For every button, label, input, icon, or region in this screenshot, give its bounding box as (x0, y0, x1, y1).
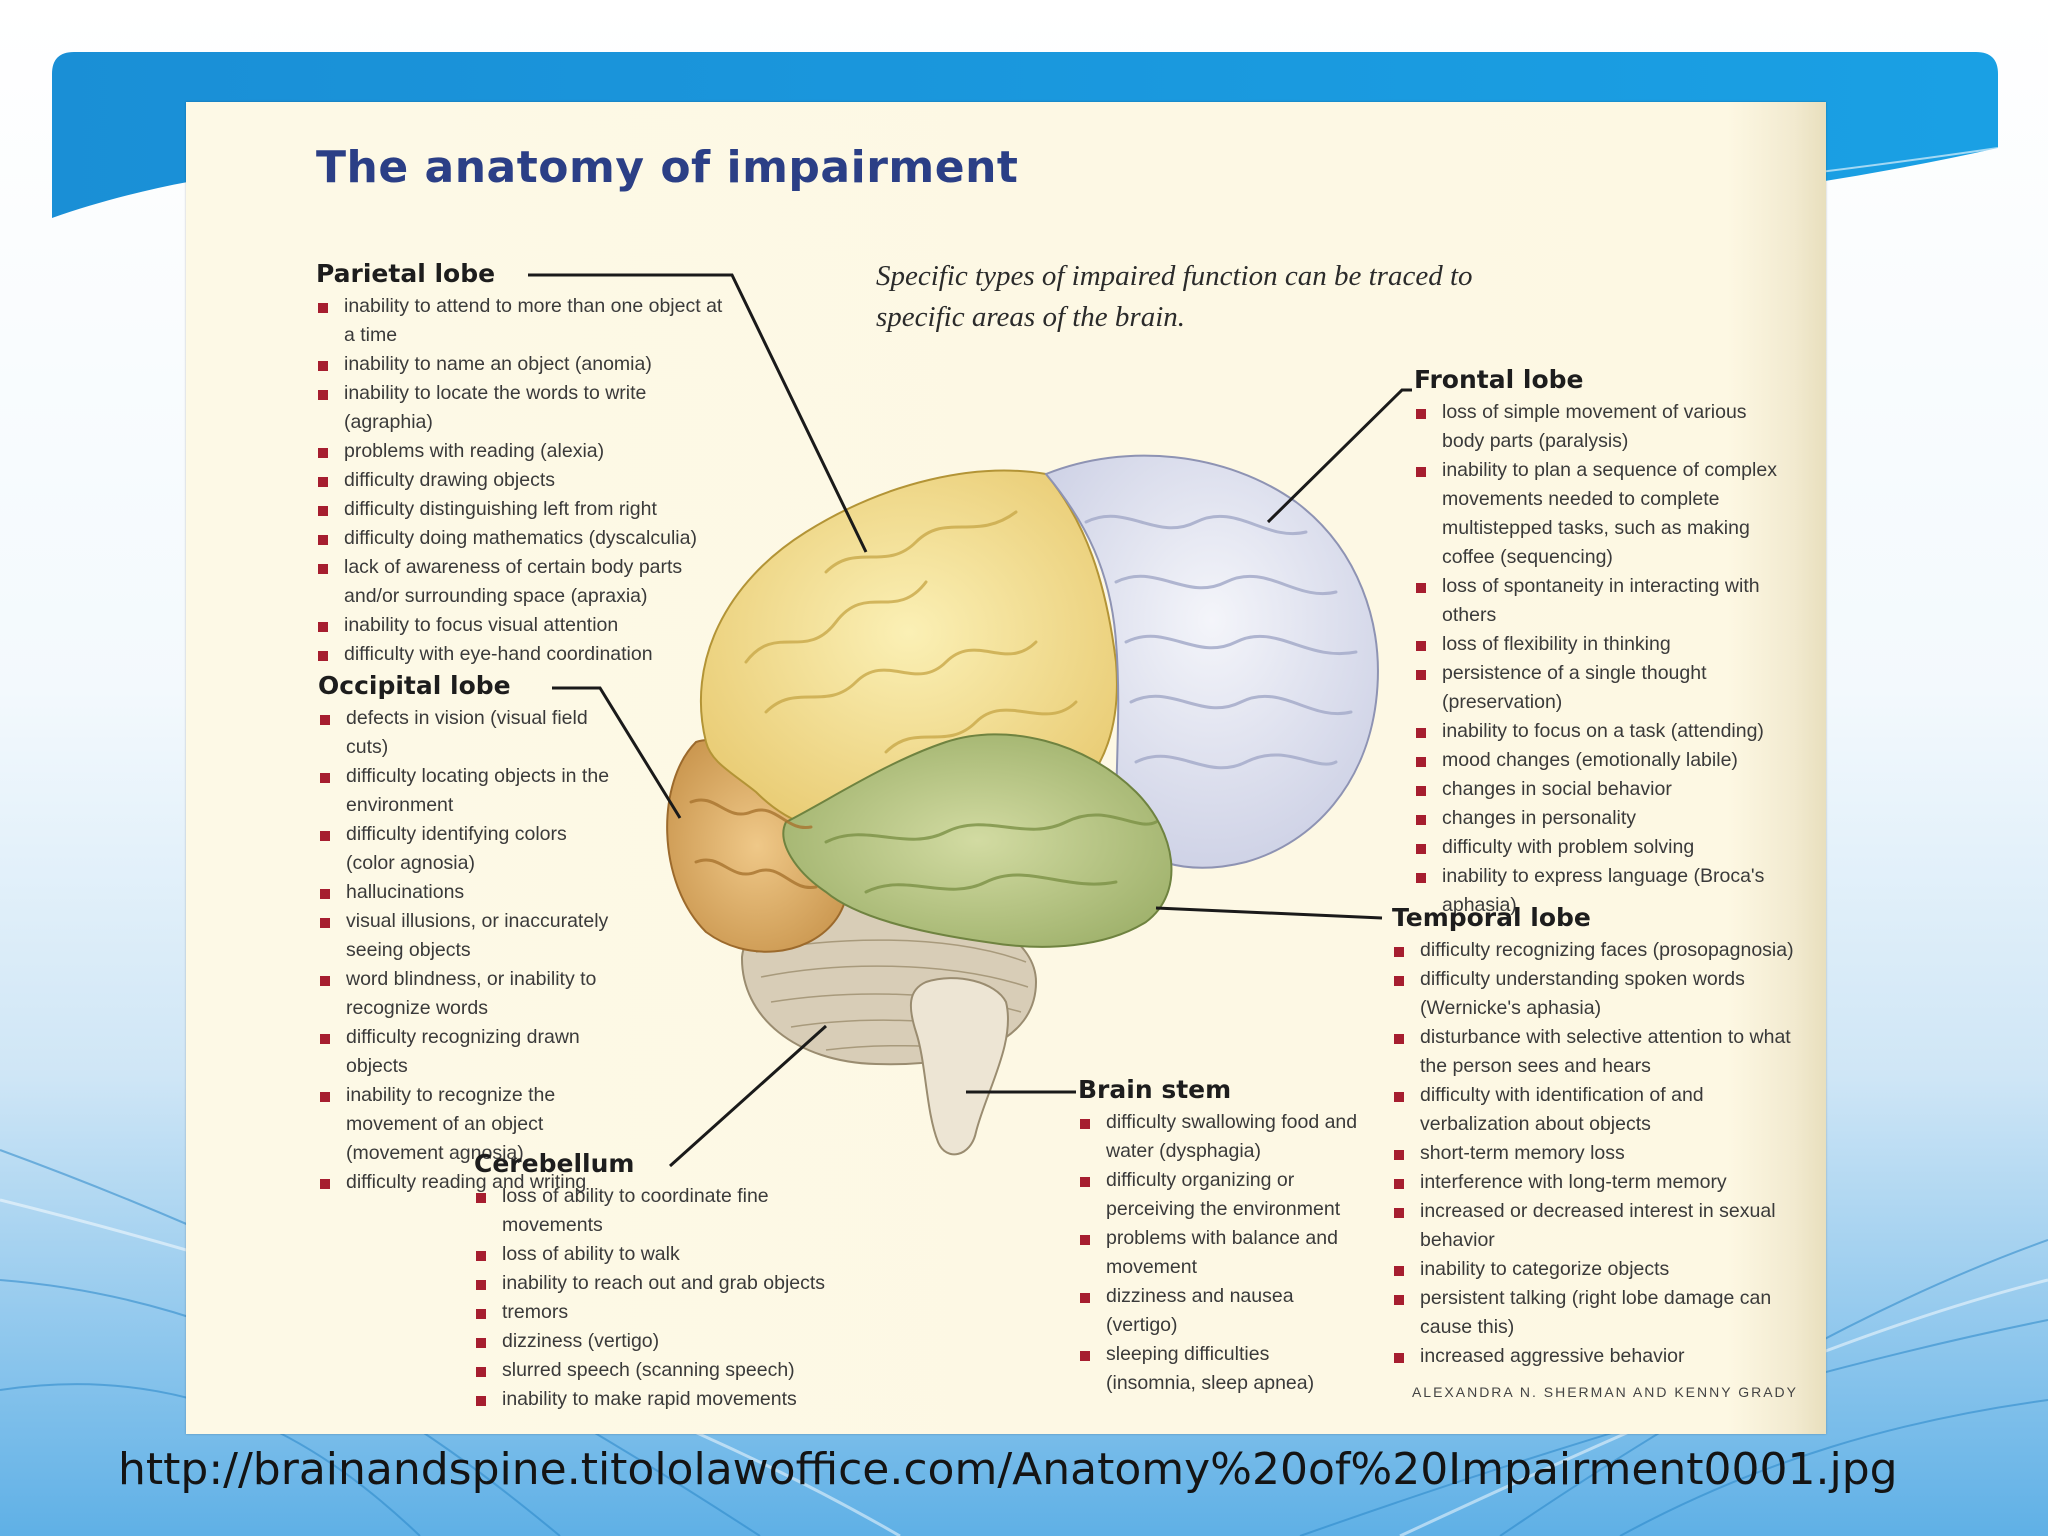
figure-title: The anatomy of impairment (316, 142, 1019, 193)
list-item: difficulty swallowing food and water (dy… (1078, 1108, 1358, 1166)
parietal-lobe-heading: Parietal lobe (316, 259, 496, 288)
list-item: visual illusions, or inaccurately seeing… (318, 907, 618, 965)
list-item: difficulty understanding spoken words (W… (1392, 965, 1812, 1023)
frontal-leader-line (1266, 388, 1412, 524)
list-item: sleeping difficulties (insomnia, sleep a… (1078, 1340, 1358, 1398)
list-item: word blindness, or inability to recogniz… (318, 965, 618, 1023)
list-item: defects in vision (visual field cuts) (318, 704, 618, 762)
list-item: mood changes (emotionally labile) (1414, 746, 1794, 775)
cerebellum-list: loss of ability to coordinate fine movem… (474, 1182, 854, 1414)
list-item: inability to focus visual attention (316, 611, 736, 640)
cerebellum-heading: Cerebellum (474, 1149, 635, 1178)
list-item: inability to make rapid movements (474, 1385, 854, 1414)
list-item: difficulty recognizing faces (prosopagno… (1392, 936, 1812, 965)
temporal-lobe-heading: Temporal lobe (1392, 903, 1591, 932)
list-item: changes in personality (1414, 804, 1794, 833)
list-item: increased or decreased interest in sexua… (1392, 1197, 1812, 1255)
list-item: disturbance with selective attention to … (1392, 1023, 1812, 1081)
list-item: difficulty with problem solving (1414, 833, 1794, 862)
occipital-lobe-section: Occipital lobe defects in vision (visual… (318, 672, 618, 1197)
list-item: difficulty reading and writing (318, 1168, 618, 1197)
list-item: problems with reading (alexia) (316, 437, 736, 466)
brain-stem-heading: Brain stem (1078, 1075, 1232, 1104)
list-item: lack of awareness of certain body parts … (316, 553, 736, 611)
list-item: slurred speech (scanning speech) (474, 1356, 854, 1385)
frontal-lobe-section: Frontal lobe loss of simple movement of … (1414, 366, 1794, 920)
parietal-leader-line (528, 273, 868, 553)
source-url: http://brainandspine.titololawoffice.com… (118, 1444, 1898, 1495)
parietal-lobe-section: Parietal lobe inability to attend to mor… (316, 260, 736, 669)
brain-stem-shape (909, 977, 1009, 1156)
list-item: persistent talking (right lobe damage ca… (1392, 1284, 1812, 1342)
frontal-lobe-shape (1044, 454, 1379, 869)
list-item: difficulty with identification of and ve… (1392, 1081, 1812, 1139)
list-item: difficulty doing mathematics (dyscalculi… (316, 524, 736, 553)
list-item: tremors (474, 1298, 854, 1327)
temporal-lobe-list: difficulty recognizing faces (prosopagno… (1392, 936, 1812, 1371)
list-item: hallucinations (318, 878, 618, 907)
list-item: difficulty distinguishing left from righ… (316, 495, 736, 524)
list-item: loss of spontaneity in interacting with … (1414, 572, 1794, 630)
list-item: inability to locate the words to write (… (316, 379, 736, 437)
list-item: difficulty organizing or perceiving the … (1078, 1166, 1358, 1224)
figure-panel: The anatomy of impairment Specific types… (186, 102, 1826, 1434)
list-item: difficulty drawing objects (316, 466, 736, 495)
list-item: inability to reach out and grab objects (474, 1269, 854, 1298)
cerebellum-leader-line (668, 1024, 828, 1168)
temporal-leader-line (1155, 906, 1383, 920)
parietal-lobe-list: inability to attend to more than one obj… (316, 292, 736, 669)
list-item: loss of ability to walk (474, 1240, 854, 1269)
list-item: loss of simple movement of various body … (1414, 398, 1794, 456)
frontal-lobe-list: loss of simple movement of various body … (1414, 398, 1794, 920)
temporal-lobe-shape (782, 733, 1173, 948)
list-item: difficulty locating objects in the envir… (318, 762, 618, 820)
list-item: inability to recognize the movement of a… (318, 1081, 618, 1168)
temporal-lobe-section: Temporal lobe difficulty recognizing fac… (1392, 904, 1812, 1371)
list-item: inability to focus on a task (attending) (1414, 717, 1794, 746)
occipital-leader-line (552, 686, 682, 819)
brain-stem-list: difficulty swallowing food and water (dy… (1078, 1108, 1358, 1398)
list-item: dizziness and nausea (vertigo) (1078, 1282, 1358, 1340)
list-item: difficulty recognizing drawn objects (318, 1023, 618, 1081)
list-item: inability to plan a sequence of complex … (1414, 456, 1794, 572)
list-item: inability to name an object (anomia) (316, 350, 736, 379)
list-item: problems with balance and movement (1078, 1224, 1358, 1282)
brain-stem-section: Brain stem difficulty swallowing food an… (1078, 1076, 1358, 1398)
list-item: dizziness (vertigo) (474, 1327, 854, 1356)
list-item: loss of flexibility in thinking (1414, 630, 1794, 659)
list-item: inability to attend to more than one obj… (316, 292, 736, 350)
occipital-lobe-list: defects in vision (visual field cuts) di… (318, 704, 618, 1197)
list-item: increased aggressive behavior (1392, 1342, 1812, 1371)
list-item: difficulty with eye-hand coordination (316, 640, 736, 669)
list-item: short-term memory loss (1392, 1139, 1812, 1168)
list-item: inability to categorize objects (1392, 1255, 1812, 1284)
list-item: changes in social behavior (1414, 775, 1794, 804)
occipital-lobe-heading: Occipital lobe (318, 671, 511, 700)
illustration-credit: ALEXANDRA N. SHERMAN AND KENNY GRADY (1411, 1384, 1798, 1400)
figure-subtitle: Specific types of impaired function can … (876, 260, 1473, 333)
list-item: persistence of a single thought (preserv… (1414, 659, 1794, 717)
list-item: difficulty identifying colors (color agn… (318, 820, 618, 878)
cerebellum-section: Cerebellum loss of ability to coordinate… (474, 1150, 854, 1414)
list-item: interference with long-term memory (1392, 1168, 1812, 1197)
list-item: inability to express language (Broca's a… (1414, 862, 1794, 920)
frontal-lobe-heading: Frontal lobe (1414, 365, 1584, 394)
list-item: loss of ability to coordinate fine movem… (474, 1182, 854, 1240)
brain-illustration (528, 273, 1412, 1168)
